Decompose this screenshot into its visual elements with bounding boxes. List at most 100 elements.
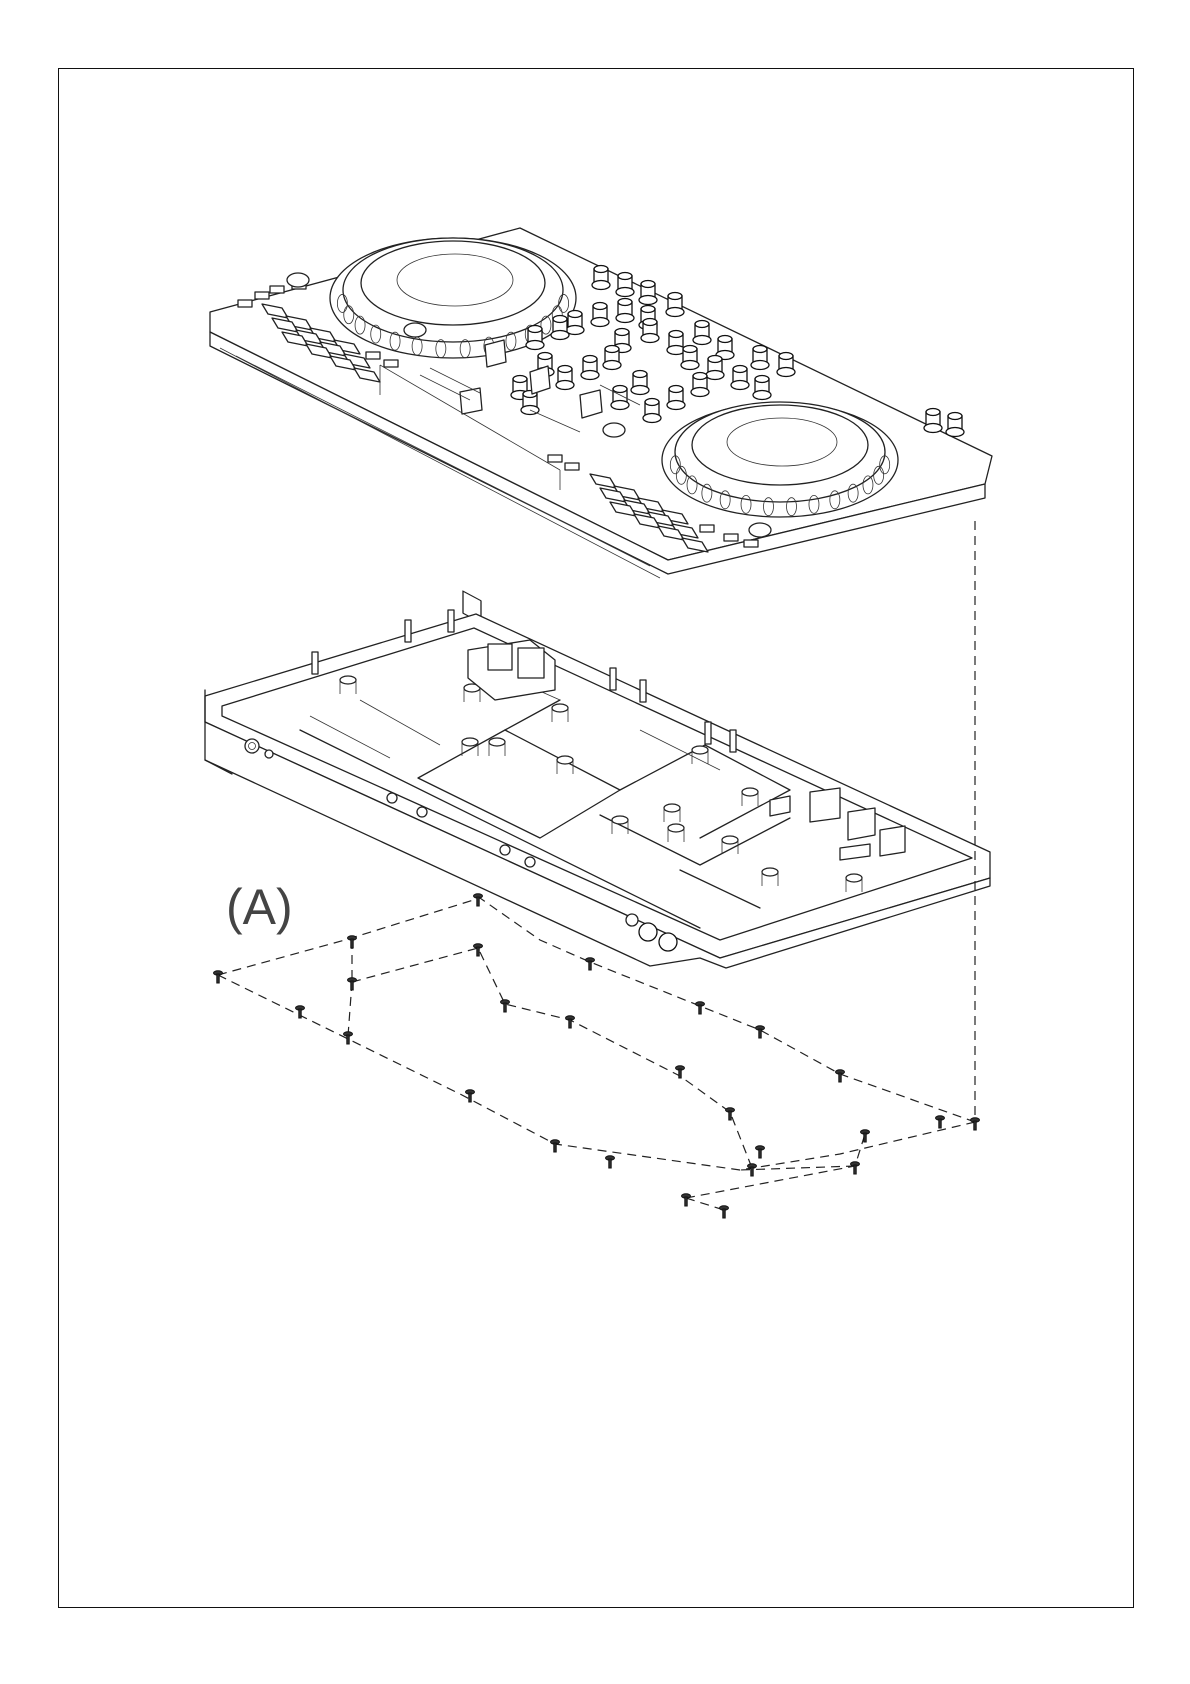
knob-cap: [615, 329, 629, 336]
knob-cap: [593, 303, 607, 310]
small-button: [548, 455, 562, 462]
knob-cap: [733, 366, 747, 373]
round-button: [404, 323, 426, 337]
knob-cap: [669, 331, 683, 338]
screw-shank: [554, 1143, 556, 1152]
screw-shank: [839, 1073, 841, 1082]
knob-cap: [633, 371, 647, 378]
screw-set: [214, 894, 980, 1218]
right-jog-wheel: [662, 402, 898, 517]
knob-cap: [538, 353, 552, 360]
screw-shank: [569, 1019, 571, 1028]
boss-top: [722, 836, 738, 844]
screw-icon: [348, 936, 357, 948]
knob-base: [667, 401, 685, 410]
small-button: [384, 360, 398, 367]
knob-cap: [645, 399, 659, 406]
knob-base: [731, 381, 749, 390]
round-button: [603, 423, 625, 437]
boss-top: [668, 824, 684, 832]
knob-base: [777, 368, 795, 377]
knob-base: [556, 381, 574, 390]
screw-icon: [676, 1066, 685, 1078]
knob-cap: [753, 346, 767, 353]
screw-shank: [759, 1149, 761, 1158]
small-button: [565, 463, 579, 470]
bottom-chassis: [205, 610, 990, 968]
screw-shank: [759, 1029, 761, 1038]
boss-top: [664, 804, 680, 812]
small-button: [700, 525, 714, 532]
screw-shank: [347, 1035, 349, 1044]
knob-cap: [669, 386, 683, 393]
screw-icon: [726, 1108, 735, 1120]
knob-base: [631, 386, 649, 395]
screw-icon: [851, 1162, 860, 1174]
knob-cap: [513, 376, 527, 383]
knob-cap: [668, 293, 682, 300]
screw-icon: [682, 1194, 691, 1206]
knob-base: [924, 424, 942, 433]
knob-cap: [613, 386, 627, 393]
knob-cap: [948, 413, 962, 420]
screw-shank: [351, 981, 353, 990]
small-button: [744, 540, 758, 547]
small-button: [255, 292, 269, 299]
knob-cap: [605, 346, 619, 353]
screw-icon: [836, 1070, 845, 1082]
small-button: [238, 300, 252, 307]
screw-icon: [466, 1090, 475, 1102]
standoff-post: [705, 722, 711, 744]
screw-shank: [299, 1009, 301, 1018]
screw-shank: [751, 1167, 753, 1176]
knob-base: [581, 371, 599, 380]
knob-base: [551, 331, 569, 340]
screw-icon: [606, 1156, 615, 1168]
boss-top: [557, 756, 573, 764]
knob-base: [641, 334, 659, 343]
knob-cap: [641, 281, 655, 288]
knob-base: [946, 428, 964, 437]
round-button: [749, 523, 771, 537]
screw-icon: [586, 958, 595, 970]
boss-top: [489, 738, 505, 746]
screw-shank: [974, 1121, 976, 1130]
screw-shank: [469, 1093, 471, 1102]
boss-top: [762, 868, 778, 876]
screw-icon: [756, 1146, 765, 1158]
knob-base: [643, 414, 661, 423]
small-button: [270, 286, 284, 293]
round-button: [287, 273, 309, 287]
knob-cap: [718, 336, 732, 343]
screw-icon: [296, 1006, 305, 1018]
screw-shank: [723, 1209, 725, 1218]
screw-shank: [504, 1003, 506, 1012]
knob-cap: [528, 326, 542, 333]
knob-cap: [695, 321, 709, 328]
screw-shank: [699, 1005, 701, 1014]
small-button: [366, 352, 380, 359]
knob-cap: [683, 346, 697, 353]
standoff-post: [730, 730, 736, 752]
knob-base: [592, 281, 610, 290]
small-button: [724, 534, 738, 541]
screw-shank: [729, 1111, 731, 1120]
standoff-post: [610, 668, 616, 690]
knob-base: [666, 308, 684, 317]
screw-shank: [477, 947, 479, 956]
knob-base: [526, 341, 544, 350]
knob-cap: [779, 353, 793, 360]
knob-cap: [568, 311, 582, 318]
knob-base: [616, 288, 634, 297]
screw-shank: [217, 974, 219, 983]
knob-base: [591, 318, 609, 327]
standoff-post: [448, 610, 454, 632]
boss-top: [846, 874, 862, 882]
knob-cap: [643, 319, 657, 326]
screw-icon: [551, 1140, 560, 1152]
knob-cap: [693, 373, 707, 380]
knob-base: [681, 361, 699, 370]
knob-cap: [708, 356, 722, 363]
knob-cap: [594, 266, 608, 273]
